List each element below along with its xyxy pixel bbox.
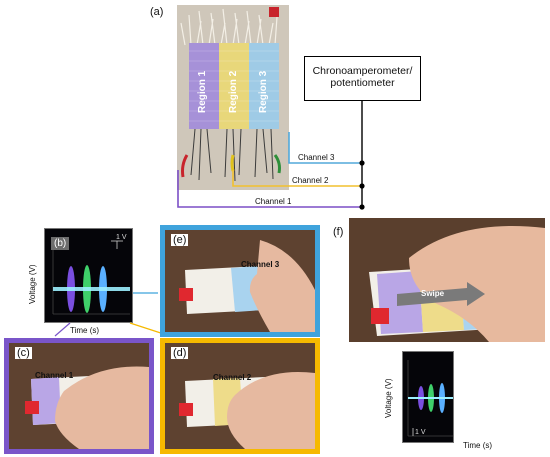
scope-f-xlabel: Time (s) bbox=[463, 441, 493, 450]
panel-label-e: (e) bbox=[171, 234, 189, 246]
scope-b-xlabel: Time (s) bbox=[70, 326, 100, 335]
touch-photo-d: Channel 2 (d) bbox=[160, 338, 320, 454]
touch-photo-d-illustration bbox=[165, 343, 315, 449]
scope-f-trace bbox=[407, 360, 453, 437]
channel-2-label: Channel 2 bbox=[292, 176, 329, 185]
textile-sensor-photo: Region 1 Region 2 Region 3 bbox=[177, 5, 289, 190]
textile-sensor-illustration bbox=[177, 5, 289, 190]
channel-3-label: Channel 3 bbox=[298, 153, 335, 162]
panel-label-d: (d) bbox=[171, 347, 189, 359]
swipe-photo-f: Swipe bbox=[349, 218, 545, 342]
scope-b-screen: (b) 1 V bbox=[44, 228, 133, 323]
touch-photo-e-illustration bbox=[165, 230, 315, 332]
scope-f-ylabel-wrap: Voltage (V) bbox=[384, 360, 396, 440]
scope-b-scale: 1 V bbox=[116, 234, 127, 241]
instrument-label-line2: potentiometer bbox=[330, 77, 395, 89]
scope-f-screen: 1 V bbox=[402, 351, 454, 443]
scope-b-trace bbox=[52, 239, 130, 315]
touch-photo-e: Channel 3 (e) bbox=[160, 225, 320, 337]
swipe-photo-f-illustration bbox=[349, 218, 545, 342]
scope-f-scale: 1 V bbox=[415, 429, 426, 436]
scope-f-ylabel: Voltage (V) bbox=[384, 378, 393, 418]
touch-photo-c-illustration bbox=[9, 343, 149, 449]
swipe-label: Swipe bbox=[421, 289, 445, 298]
touch-photo-c: Channel 1 (c) bbox=[4, 338, 154, 454]
channel-1-photo-label: Channel 1 bbox=[35, 371, 74, 380]
channel-2-photo-label: Channel 2 bbox=[213, 373, 252, 382]
channel-1-label: Channel 1 bbox=[255, 197, 292, 206]
instrument-box: Chronoamperometer/ potentiometer bbox=[304, 56, 421, 101]
channel-3-photo-label: Channel 3 bbox=[241, 260, 280, 269]
panel-label-f: (f) bbox=[333, 226, 344, 238]
instrument-label-line1: Chronoamperometer/ bbox=[312, 65, 413, 77]
panel-label-a: (a) bbox=[150, 6, 164, 18]
scope-b-panel-label: (b) bbox=[51, 237, 70, 250]
panel-label-c: (c) bbox=[15, 347, 32, 359]
